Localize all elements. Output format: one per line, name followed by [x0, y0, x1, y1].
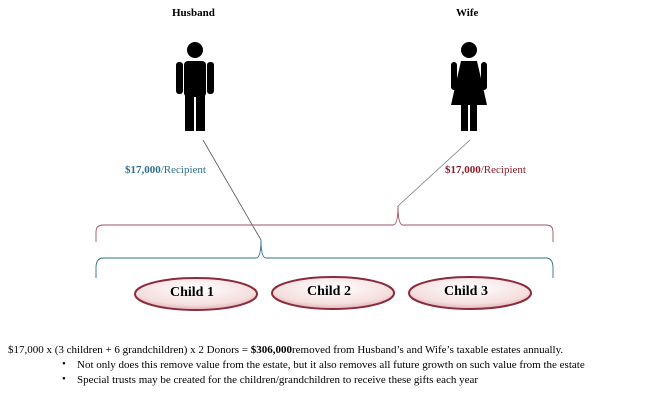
husband-gift-label: $17,000/Recipient	[125, 164, 206, 176]
wife-connector	[397, 139, 471, 207]
summary-suffix: removed from Husband’s and Wife’s taxabl…	[292, 344, 564, 356]
summary-amount: $306,000	[250, 344, 292, 356]
wife-gift-amount: $17,000	[445, 164, 481, 176]
bullet-item: Special trusts may be created for the ch…	[77, 374, 479, 386]
bullet-icon: •	[62, 373, 66, 385]
child-1-label: Child 1	[170, 285, 214, 300]
child-3-label: Child 3	[444, 284, 488, 299]
wife-icon	[451, 42, 487, 131]
husband-icon	[176, 42, 214, 131]
husband-gift-amount: $17,000	[125, 164, 161, 176]
husband-gift-suffix: /Recipient	[160, 164, 206, 176]
wife-gift-suffix: /Recipient	[480, 164, 526, 176]
child-1-node	[134, 277, 258, 311]
summary-prefix: $17,000 x (3 children + 6 grandchildren)…	[8, 344, 251, 356]
bullet-icon: •	[62, 358, 66, 370]
child-2-node	[271, 276, 395, 310]
bullet-item: Not only does this remove value from the…	[77, 359, 585, 371]
wife-gift-label: $17,000/Recipient	[445, 164, 526, 176]
wife-label: Wife	[456, 7, 479, 19]
child-3-node	[408, 276, 532, 310]
wife-bracket	[95, 205, 554, 242]
child-2-label: Child 2	[307, 284, 351, 299]
husband-connector	[202, 139, 262, 241]
husband-bracket	[95, 239, 554, 278]
summary-line: $17,000 x (3 children + 6 grandchildren)…	[8, 344, 563, 356]
husband-label: Husband	[172, 7, 215, 19]
